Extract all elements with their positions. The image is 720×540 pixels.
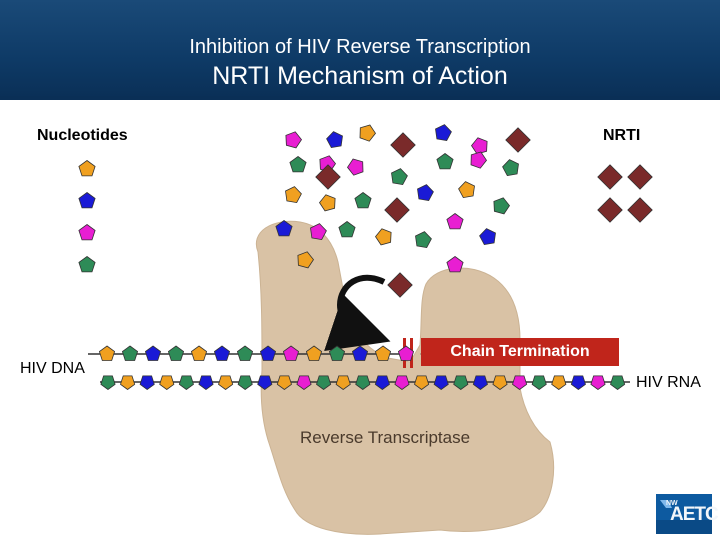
nrti-molecule [627,197,653,223]
green-nucleotide [502,159,519,177]
free-molecules-group [275,124,653,298]
nrti-molecule [627,164,653,190]
magenta-nucleotide [471,137,488,155]
logo-nw-text: NW [666,500,678,507]
blue-nucleotide-legend [78,192,96,209]
header-banner: Inhibition of HIV Reverse Transcription … [0,0,720,100]
strands-group [98,345,626,390]
rna-strand-nucleotide [316,375,332,390]
nrti-molecule [390,132,416,158]
green-nucleotide-legend [78,256,96,273]
rna-strand-nucleotide [531,375,547,390]
green-nucleotide [493,197,510,215]
slide-title: NRTI Mechanism of Action [212,62,508,90]
rna-strand-nucleotide [159,375,175,390]
chain-termination-label: Chain Termination [421,338,619,366]
reverse-transcriptase-label: Reverse Transcriptase [300,428,471,447]
dna-strand-nucleotide [259,345,277,361]
dna-strand-nucleotide [305,345,323,361]
magenta-nucleotide [310,223,327,241]
rna-strand-nucleotide [453,375,469,390]
orange-nucleotide [458,181,475,199]
blue-nucleotide [275,220,293,237]
orange-nucleotide-legend [78,160,96,177]
nrti-molecule [315,164,341,190]
rna-strand-nucleotide [139,375,155,390]
aetc-logo-icon [656,494,712,534]
hiv-rna-label: HIV RNA [636,374,701,391]
logo-aetc-text: AETC [670,504,719,525]
rna-strand-nucleotide [414,375,430,390]
orange-nucleotide [297,251,314,269]
blue-nucleotide [326,131,343,149]
rna-strand-nucleotide [433,375,449,390]
magenta-nucleotide [347,158,364,176]
rna-strand-nucleotide [610,375,626,390]
dna-strand-nucleotide [374,345,392,361]
nrti-molecule [384,197,410,223]
blue-nucleotide [435,124,452,142]
dna-strand-nucleotide [98,345,116,361]
rna-strand-nucleotide [178,375,194,390]
rna-strand-nucleotide [100,375,116,390]
nrti-molecule [597,197,623,223]
rna-strand-nucleotide [257,375,273,390]
dna-strand-nucleotide [282,345,300,361]
blue-nucleotide [417,184,434,202]
rna-strand-nucleotide [355,375,371,390]
magenta-nucleotide [446,213,464,230]
rna-strand-nucleotide [276,375,292,390]
rna-strand-nucleotide [120,375,136,390]
rna-strand-nucleotide [551,375,567,390]
slide-subtitle: Inhibition of HIV Reverse Transcription [189,36,531,58]
dna-strand-nucleotide [328,345,346,361]
green-nucleotide [391,168,408,186]
orange-nucleotide [375,228,392,246]
dna-strand-nucleotide [121,345,139,361]
hiv-dna-label: HIV DNA [20,360,85,377]
orange-nucleotide [319,194,336,212]
rna-strand-nucleotide [374,375,390,390]
magenta-nucleotide [470,151,487,169]
green-nucleotide [415,231,432,249]
green-nucleotide [354,192,372,209]
rna-strand-nucleotide [296,375,312,390]
nucleotide-legend-group [78,160,96,273]
dna-strand-nucleotide [190,345,208,361]
rna-strand-nucleotide [590,375,606,390]
rna-strand-nucleotide [218,375,234,390]
rna-strand-nucleotide [198,375,214,390]
nrti-label: NRTI [603,127,641,144]
dna-strand-nucleotide [144,345,162,361]
rna-strand-nucleotide [335,375,351,390]
dna-strand-nucleotide [351,345,369,361]
header-underline [0,96,720,100]
rna-strand-nucleotide [394,375,410,390]
rna-strand-nucleotide [472,375,488,390]
nrti-molecule [387,272,413,298]
nrti-molecule [597,164,623,190]
rna-strand-nucleotide [570,375,586,390]
magenta-nucleotide-legend [78,224,96,241]
dna-strand-nucleotide [213,345,231,361]
orange-nucleotide [285,186,302,204]
rna-strand-nucleotide [512,375,528,390]
dna-strand-nucleotide [397,345,415,361]
green-nucleotide [338,221,356,238]
incorporation-arrow [324,274,391,351]
dna-strand-nucleotide [167,345,185,361]
orange-nucleotide [359,124,376,142]
green-nucleotide [436,153,454,170]
rna-strand-nucleotide [492,375,508,390]
dna-strand-nucleotide [236,345,254,361]
blue-nucleotide [479,228,496,246]
green-nucleotide [289,156,307,173]
rna-strand-nucleotide [237,375,253,390]
magenta-nucleotide [285,131,302,149]
nrti-molecule [505,127,531,153]
magenta-nucleotide [446,256,464,273]
nucleotides-label: Nucleotides [37,127,128,144]
